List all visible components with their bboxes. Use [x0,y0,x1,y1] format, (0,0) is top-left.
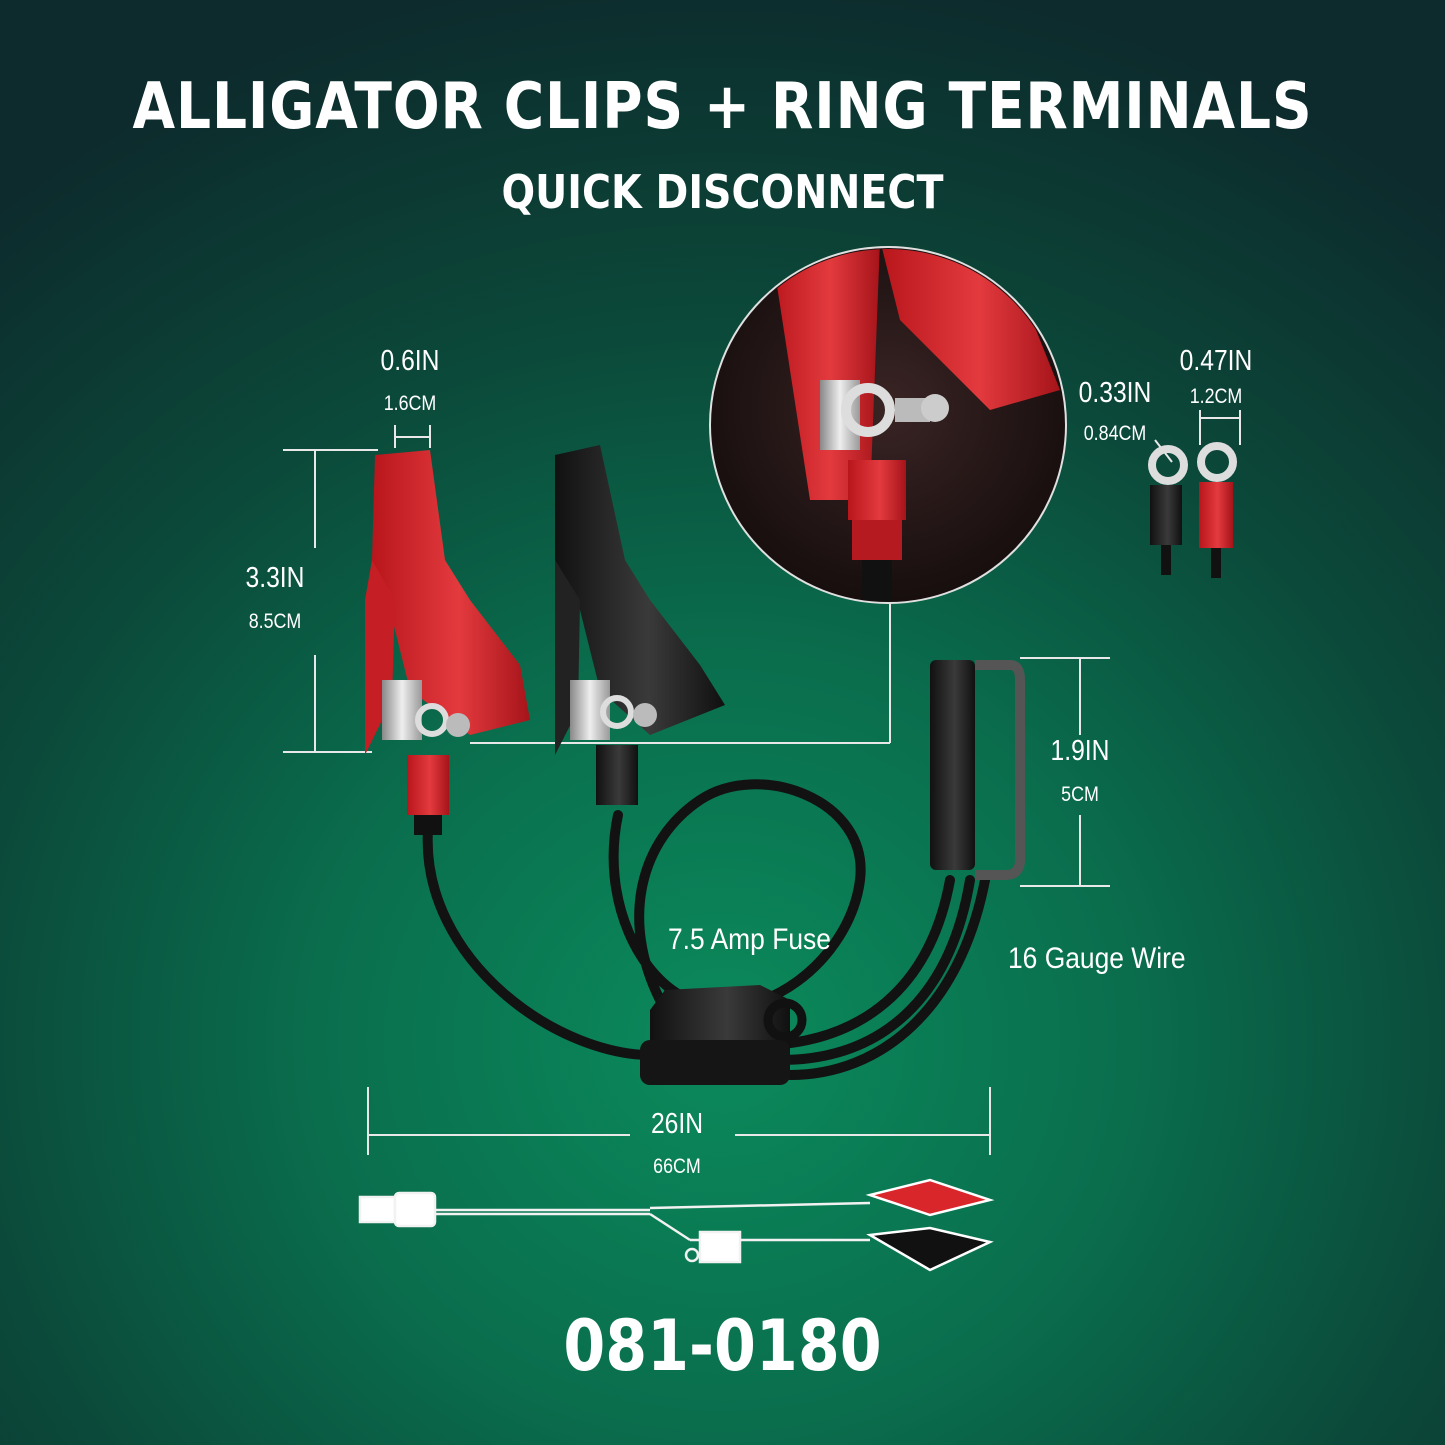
fuse-holder [640,985,807,1085]
connector-length-in: 1.9IN [1050,735,1110,767]
black-alligator-clip [555,445,725,805]
ring-large-in: 0.47IN [1179,345,1253,377]
sae-connector [930,660,1025,880]
ring-terminals-detail [1148,442,1237,578]
cable-length-in: 26IN [650,1108,704,1140]
fuse-note: 7.5 Amp Fuse [668,923,831,956]
wire-note: 16 Gauge Wire [1008,942,1186,975]
connector-length-cm: 5CM [1061,783,1099,806]
clip-length-cm: 8.5CM [248,610,302,633]
part-number: 081-0180 [563,1305,882,1387]
clip-length-in: 3.3IN [245,562,305,594]
page-title: ALLIGATOR CLIPS + RING TERMINALS [132,70,1313,144]
red-alligator-clip [365,450,530,835]
dimension-lines [283,410,1241,1155]
ring-large-cm: 1.2CM [1189,385,1243,408]
cable-length-cm: 66CM [653,1155,701,1178]
zoom-detail [709,246,1067,604]
clip-width-in: 0.6IN [380,345,440,377]
ring-small-cm: 0.84CM [1083,422,1147,445]
wiring-diagram [358,1178,995,1272]
clip-width-cm: 1.6CM [383,392,437,415]
cables [422,779,990,1080]
ring-small-in: 0.33IN [1078,377,1152,409]
page-subtitle: QUICK DISCONNECT [501,165,944,219]
